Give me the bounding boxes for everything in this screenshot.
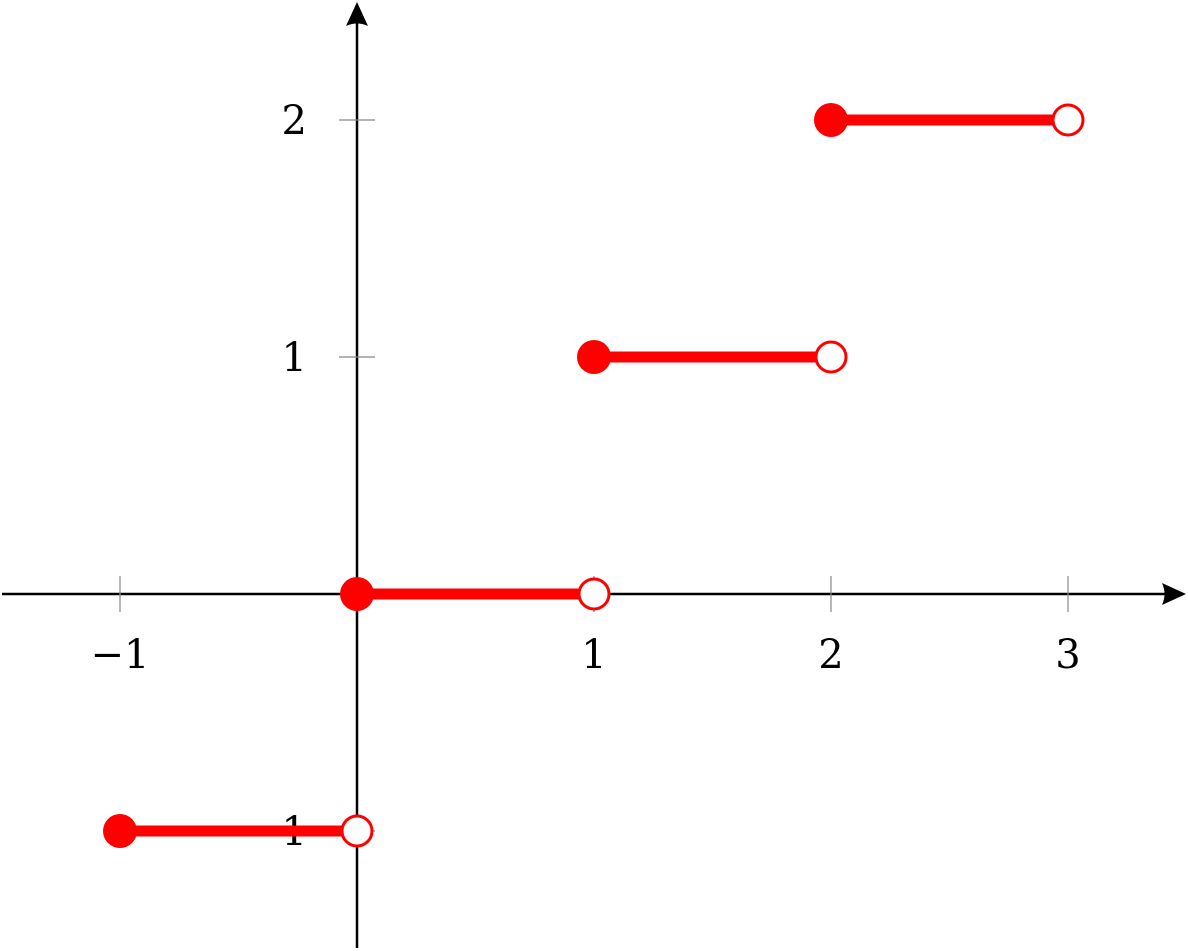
open-endpoint bbox=[814, 340, 848, 374]
open-endpoint bbox=[577, 577, 611, 611]
x-tick-label: 1 bbox=[581, 632, 606, 678]
x-tick-label: 3 bbox=[1055, 632, 1080, 678]
step-segments bbox=[120, 114, 1068, 837]
y-tick-label: 1 bbox=[282, 335, 307, 381]
y-axis-arrow-icon bbox=[346, 2, 368, 26]
open-endpoint bbox=[340, 814, 374, 848]
closed-endpoint bbox=[577, 340, 611, 374]
closed-endpoint bbox=[814, 103, 848, 137]
closed-endpoint bbox=[103, 814, 137, 848]
open-endpoint bbox=[1051, 103, 1085, 137]
x-tick-label: 2 bbox=[818, 632, 843, 678]
tick-labels: −1123211 bbox=[91, 98, 1081, 855]
x-axis-arrow-icon bbox=[1162, 583, 1186, 605]
segment-endpoints bbox=[103, 103, 1085, 848]
tick-marks bbox=[119, 119, 1069, 832]
x-tick-label: −1 bbox=[91, 632, 150, 678]
closed-endpoint bbox=[340, 577, 374, 611]
y-tick-label: 2 bbox=[282, 98, 307, 144]
